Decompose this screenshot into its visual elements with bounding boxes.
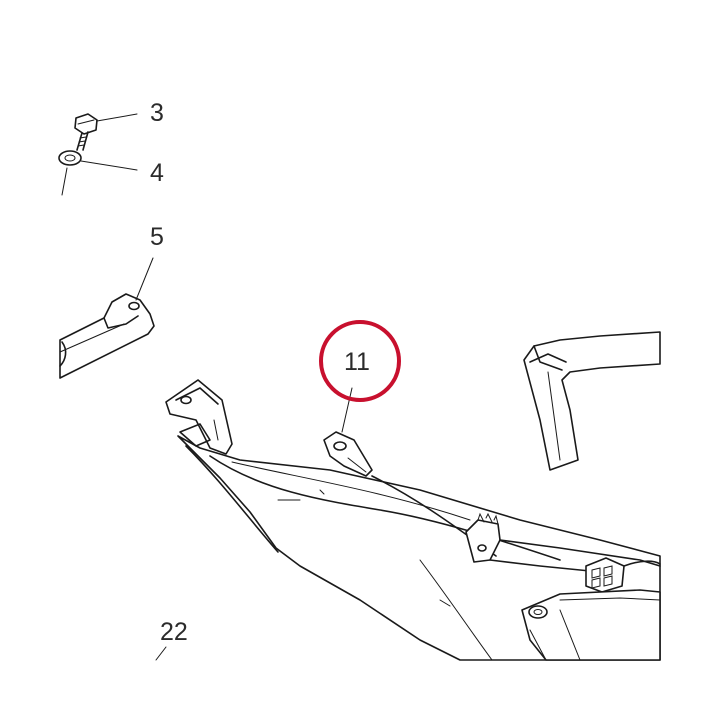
- bolt-part-3[interactable]: [74, 113, 98, 151]
- hook-bracket: [523, 331, 661, 471]
- leader-line-3: [96, 113, 138, 122]
- part-label-3[interactable]: 3: [150, 99, 164, 127]
- leader-line-22: [155, 646, 167, 661]
- part-label-4[interactable]: 4: [150, 159, 164, 187]
- part-label-11[interactable]: 11: [344, 348, 370, 376]
- highlight-circle-11: [319, 320, 401, 402]
- lower-cavity: [521, 589, 661, 661]
- leader-line-4: [80, 160, 138, 171]
- leader-line-5: [135, 257, 154, 301]
- bracket-part-5[interactable]: [59, 293, 155, 379]
- part-label-22[interactable]: 22: [160, 618, 188, 646]
- connector-block: [465, 512, 661, 573]
- leader-line-11: [341, 387, 353, 433]
- electrical-plug: [585, 557, 661, 593]
- washer-part-4[interactable]: [58, 150, 82, 196]
- part-label-5[interactable]: 5: [150, 223, 164, 251]
- bracket-part-11[interactable]: [323, 431, 373, 477]
- panel-mounting-tab: [165, 379, 233, 455]
